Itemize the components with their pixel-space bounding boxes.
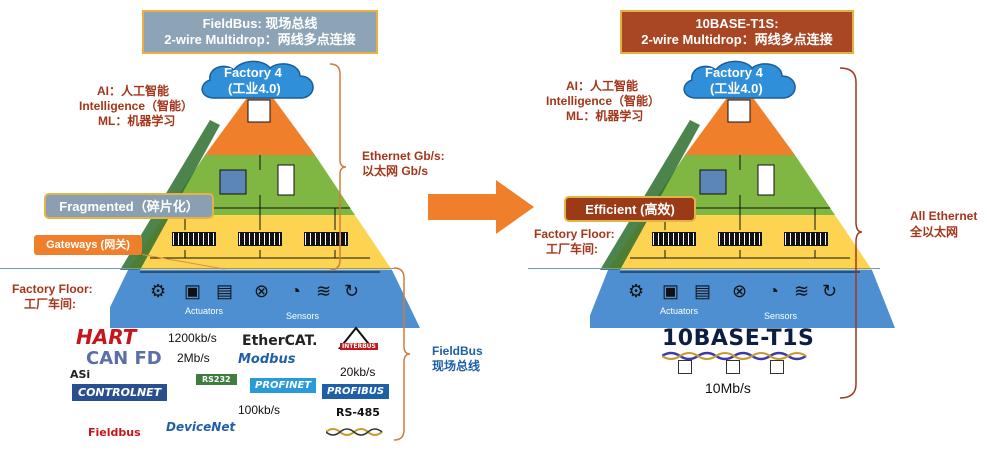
r-robot-arm-icon: ⚙	[628, 281, 645, 301]
right-plc-1	[652, 232, 696, 246]
left-cloud-line1: Factory 4	[224, 65, 282, 80]
gauge-icon: ◔	[290, 281, 301, 301]
right-floor-line	[528, 268, 880, 269]
profibus-logo: PROFIBUS	[322, 384, 390, 399]
left-ethernet-line2: 以太网 Gb/s	[362, 164, 429, 178]
gateways-tag: Gateways (网关)	[34, 235, 142, 255]
motor-icon: ▣	[184, 281, 202, 301]
right-plc-3	[784, 232, 828, 246]
node-box-2	[726, 360, 740, 374]
r-gauge-icon: ◔	[768, 281, 779, 301]
left-header: FieldBus: 现场总线 2-wire Multidrop：两线多点连接	[142, 10, 378, 54]
fieldbus-label-1: FieldBus	[432, 344, 483, 358]
t1s-bus-wave-icon	[662, 351, 807, 361]
left-ethernet-bracket	[329, 63, 347, 271]
asi-logo: ASi	[70, 368, 91, 381]
left-field-icons: ⚙ ▣ ▤ ⊗ ◔ ≋ ↻	[150, 282, 370, 304]
r-flow-icon: ↻	[822, 281, 838, 301]
transition-arrow	[428, 180, 534, 234]
left-header-line2: 2-wire Multidrop：两线多点连接	[164, 32, 356, 47]
tenbase-t1s-logo: 10BASE-T1S	[662, 326, 815, 351]
right-header-line2: 2-wire Multidrop：两线多点连接	[641, 32, 833, 47]
valve-icon: ⊗	[254, 281, 270, 301]
speed-100kb: 100kb/s	[238, 403, 281, 417]
hart-logo: HART	[76, 325, 137, 349]
right-ai-1: AI：人工智能	[566, 79, 639, 93]
right-plc-2	[718, 232, 762, 246]
r-level-sensor-icon: ≋	[794, 281, 810, 301]
left-header-line1: FieldBus: 现场总线	[202, 16, 318, 31]
fragmented-tag: Fragmented（碎片化）	[44, 193, 214, 219]
interbus-logo: INTERBUS	[337, 326, 378, 350]
drive-icon: ▤	[216, 281, 234, 301]
right-cloud-line2: (工业4.0)	[710, 81, 763, 96]
left-ai-1: AI：人工智能	[97, 84, 170, 98]
right-header: 10BASE-T1S: 2-wire Multidrop：两线多点连接	[620, 10, 854, 54]
rs232-logo: RS232	[196, 374, 237, 385]
devicenet-logo: DeviceNet	[166, 420, 236, 434]
right-ethernet-bracket	[839, 67, 863, 399]
profinet-logo: PROFINET	[250, 378, 317, 393]
left-cloud-line2: (工业4.0)	[228, 81, 281, 96]
all-ethernet-2: 全以太网	[910, 225, 959, 239]
node-box-3	[770, 360, 784, 374]
right-floor-1: Factory Floor:	[534, 227, 615, 241]
r-pyramid-tier-field	[590, 270, 895, 328]
ethercat-logo: EtherCAT.	[242, 333, 318, 349]
right-floor-2: 工厂车间:	[546, 242, 598, 256]
left-plc-3	[304, 232, 348, 246]
left-plc-1	[172, 232, 216, 246]
rs485-wave-icon	[326, 428, 383, 436]
right-cloud	[683, 60, 796, 99]
left-floor-line	[0, 268, 395, 269]
efficient-tag: Efficient (高效)	[564, 196, 696, 222]
level-sensor-icon: ≋	[316, 281, 332, 301]
left-floor-2: 工厂车间:	[24, 297, 76, 311]
flow-icon: ↻	[344, 281, 360, 301]
left-ai-3: ML：机器学习	[98, 114, 176, 128]
left-sensors-label: Sensors	[286, 311, 320, 321]
fieldbus-label-2: 现场总线	[432, 359, 481, 373]
left-actuators-label: Actuators	[185, 306, 224, 316]
all-ethernet-1: All Ethernet	[910, 209, 978, 223]
right-actuators-label: Actuators	[660, 306, 699, 316]
robot-arm-icon: ⚙	[150, 281, 167, 301]
can-fd-logo: CAN FD	[86, 348, 162, 369]
speed-20kb: 20kb/s	[340, 365, 376, 379]
speed-1200: 1200kb/s	[168, 331, 217, 345]
node-box-1	[678, 360, 692, 374]
fieldbus-foundation-logo: Fieldbus	[88, 426, 141, 439]
left-ai-2: Intelligence（智能）	[79, 99, 194, 113]
right-sensors-label: Sensors	[764, 311, 798, 321]
pyramid-tier-field	[110, 270, 420, 328]
right-cloud-line1: Factory 4	[705, 65, 763, 80]
rs485-logo: RS-485	[336, 406, 380, 419]
speed-10mb: 10Mb/s	[705, 380, 751, 396]
left-plc-2	[238, 232, 282, 246]
controlnet-logo: CONTROLNET	[72, 384, 168, 401]
left-floor-1: Factory Floor:	[12, 282, 93, 296]
right-ai-2: Intelligence（智能）	[546, 94, 661, 108]
right-field-icons: ⚙ ▣ ▤ ⊗ ◔ ≋ ↻	[628, 282, 848, 304]
right-header-line1: 10BASE-T1S:	[695, 16, 779, 31]
modbus-logo: Modbus	[238, 352, 296, 367]
r-drive-icon: ▤	[694, 281, 712, 301]
r-pyramid-side-band	[600, 120, 700, 270]
left-ethernet-line1: Ethernet Gb/s:	[362, 149, 445, 163]
r-valve-icon: ⊗	[732, 281, 748, 301]
left-cloud	[201, 60, 314, 99]
right-ai-3: ML：机器学习	[566, 109, 644, 123]
interbus-text: INTERBUS	[340, 343, 378, 350]
left-fieldbus-bracket	[393, 267, 411, 441]
r-motor-icon: ▣	[662, 281, 680, 301]
speed-2mb: 2Mb/s	[177, 351, 210, 365]
